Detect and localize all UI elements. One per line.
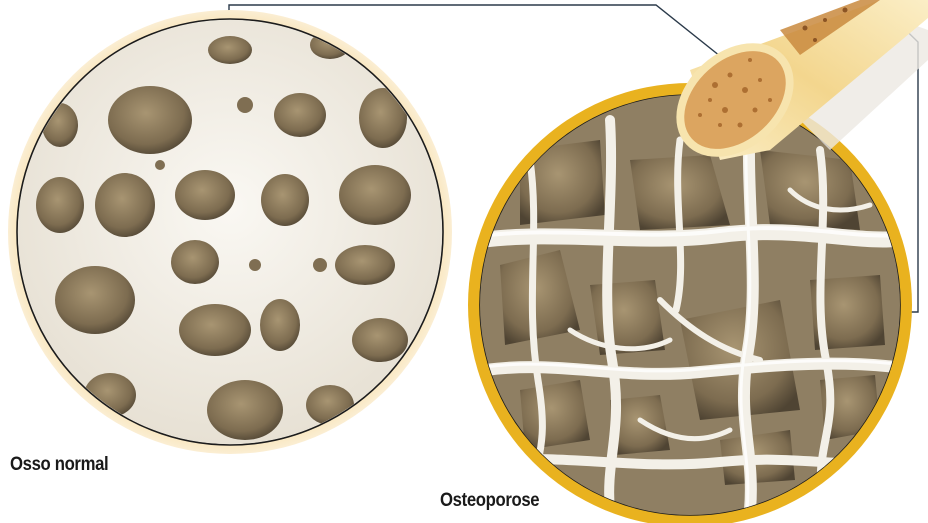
normal-bone-circle <box>0 0 460 460</box>
osteoporosis-label: Osteoporose <box>440 490 539 512</box>
normal-bone-label: Osso normal <box>10 454 108 476</box>
osteoporosis-bone-circle <box>468 83 912 523</box>
